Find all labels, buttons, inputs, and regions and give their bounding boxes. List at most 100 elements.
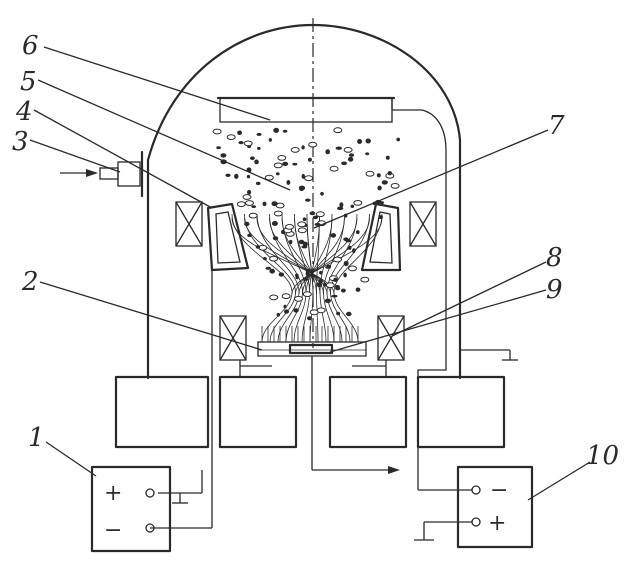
particle	[284, 309, 289, 314]
particle	[247, 189, 252, 195]
particle	[325, 282, 335, 289]
particle	[331, 294, 338, 298]
particle	[225, 173, 231, 177]
particle	[273, 210, 283, 217]
particle	[309, 211, 316, 216]
particle	[245, 200, 254, 206]
particle	[226, 134, 236, 141]
particle	[357, 139, 363, 144]
label-10: 10	[586, 441, 619, 471]
supply-left-minus: −	[104, 518, 122, 543]
particle	[234, 173, 239, 179]
particle	[305, 271, 310, 277]
particle	[325, 149, 331, 155]
particle	[323, 282, 327, 287]
particle	[278, 272, 284, 277]
particle	[302, 277, 309, 281]
particle	[348, 265, 357, 272]
particle	[304, 175, 314, 182]
particle	[293, 308, 299, 313]
particle	[254, 159, 259, 165]
particle	[302, 241, 308, 247]
particle	[390, 183, 400, 189]
label-2: 2	[21, 267, 39, 297]
particle	[297, 221, 307, 228]
particle	[276, 172, 280, 176]
particle	[301, 145, 305, 150]
particle	[251, 205, 256, 209]
particle	[238, 141, 244, 145]
particle	[269, 255, 279, 262]
field-line	[231, 213, 293, 343]
particle	[220, 153, 227, 158]
field-line	[306, 217, 314, 295]
label-1: 1	[28, 423, 45, 453]
wiring	[150, 270, 518, 541]
power-supply-right: − +	[456, 465, 534, 549]
base-plate	[114, 375, 506, 449]
particle	[271, 201, 278, 207]
particle	[318, 279, 323, 284]
label-6: 6	[22, 31, 39, 61]
particle	[376, 173, 381, 178]
field-line	[294, 217, 317, 295]
particle	[283, 304, 287, 309]
particle	[294, 295, 303, 302]
particle	[396, 137, 401, 142]
particle	[285, 224, 294, 230]
particle	[268, 138, 272, 142]
particle	[337, 206, 344, 211]
field-line	[330, 213, 370, 343]
particle	[301, 245, 308, 249]
particle	[353, 200, 363, 206]
particle	[272, 236, 279, 241]
particle	[346, 311, 352, 317]
particle	[333, 256, 342, 263]
label-5: 5	[20, 67, 37, 97]
particle	[343, 237, 349, 242]
particle	[247, 233, 252, 238]
magnetic-field-lines	[231, 213, 383, 343]
particle	[295, 273, 299, 277]
particle	[341, 161, 347, 166]
particle	[347, 156, 354, 162]
particle	[343, 260, 349, 267]
particle	[341, 288, 346, 293]
particle	[350, 204, 355, 208]
particle	[307, 316, 312, 321]
particle	[246, 174, 251, 179]
particle	[308, 141, 318, 148]
particle	[277, 155, 287, 161]
lower-right-coil	[377, 315, 405, 361]
particle	[297, 227, 307, 234]
particle	[302, 217, 307, 221]
particle	[237, 130, 243, 136]
particle	[329, 165, 339, 172]
particle	[312, 215, 319, 220]
label-9: 9	[546, 275, 563, 305]
label-3: 3	[12, 127, 29, 157]
particle	[347, 245, 352, 250]
field-line	[269, 217, 324, 295]
particle	[381, 180, 388, 185]
particle	[335, 287, 341, 291]
particle	[360, 276, 370, 283]
particle	[378, 215, 384, 220]
particle	[243, 140, 253, 147]
particle-cloud	[212, 127, 401, 321]
cathode-grid	[257, 341, 367, 357]
particle	[339, 202, 344, 208]
particle	[271, 221, 278, 226]
particle	[348, 153, 355, 157]
particle	[330, 233, 337, 238]
particle	[262, 201, 267, 207]
particle	[248, 212, 258, 219]
particle	[255, 181, 261, 186]
particle	[263, 257, 267, 261]
particle	[276, 312, 280, 317]
particle	[264, 174, 274, 181]
field-line	[256, 213, 300, 343]
particle	[316, 307, 326, 314]
particle	[299, 187, 305, 191]
label-7: 7	[548, 111, 565, 141]
